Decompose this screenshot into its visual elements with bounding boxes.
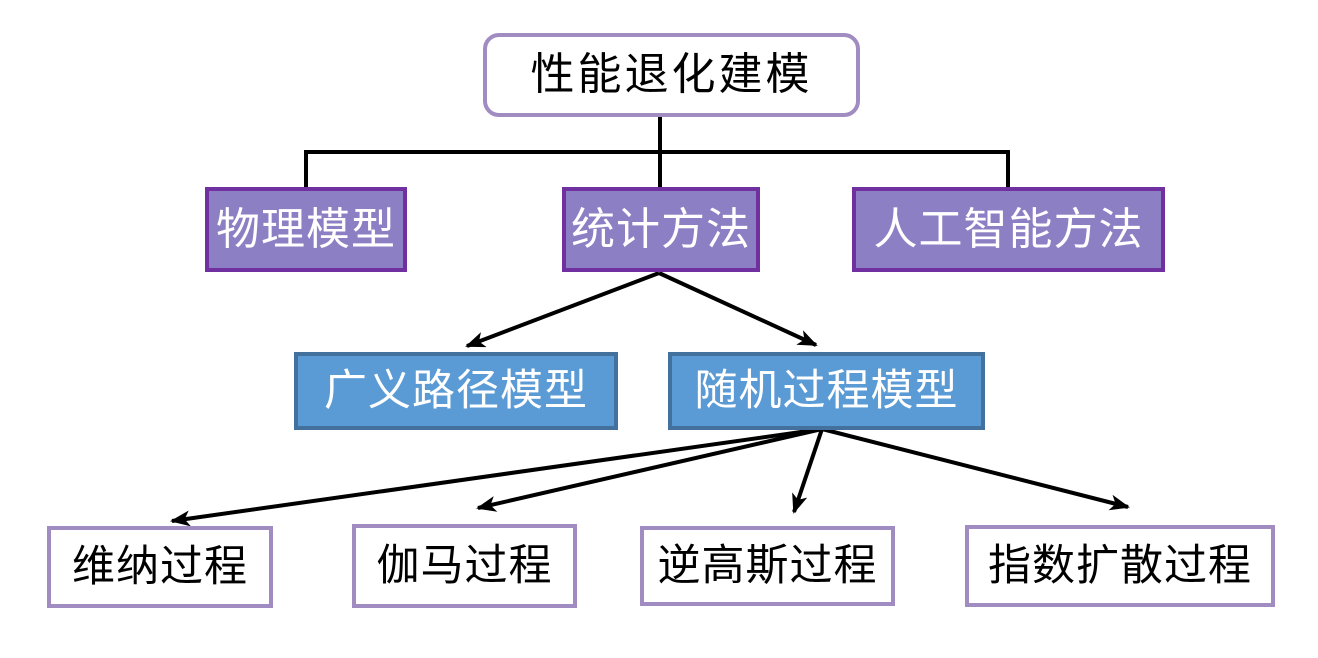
node-ai-method: 人工智能方法 xyxy=(852,187,1165,272)
node-inverse-gaussian-process: 逆高斯过程 xyxy=(640,526,895,606)
edge-statistical-to-generalized-path xyxy=(465,271,660,348)
node-label: 广义路径模型 xyxy=(324,367,588,415)
node-label: 人工智能方法 xyxy=(873,204,1144,254)
node-gamma-process: 伽马过程 xyxy=(352,524,577,608)
node-label: 性能退化建模 xyxy=(530,50,813,99)
edge-stochastic-to-inverse-gaussian xyxy=(792,428,824,514)
node-physical-model: 物理模型 xyxy=(205,187,407,272)
node-label: 随机过程模型 xyxy=(694,367,959,415)
node-label: 指数扩散过程 xyxy=(988,542,1252,590)
node-label: 统计方法 xyxy=(571,204,751,254)
node-stochastic-process-model: 随机过程模型 xyxy=(668,352,985,430)
edge-statistical-to-stochastic-process xyxy=(658,271,818,347)
node-label: 逆高斯过程 xyxy=(657,542,878,590)
node-label: 物理模型 xyxy=(216,204,396,254)
edge-stochastic-to-wiener xyxy=(170,427,823,527)
node-statistical-method: 统计方法 xyxy=(562,187,760,272)
node-generalized-path-model: 广义路径模型 xyxy=(294,352,618,430)
node-performance-degradation-modeling: 性能退化建模 xyxy=(483,33,860,117)
node-wiener-process: 维纳过程 xyxy=(47,526,273,608)
edge-stochastic-to-exponential-diffusion xyxy=(821,427,1130,511)
node-label: 伽马过程 xyxy=(376,542,553,590)
node-exponential-diffusion-process: 指数扩散过程 xyxy=(965,525,1275,607)
node-label: 维纳过程 xyxy=(72,543,248,591)
edge-stochastic-to-gamma xyxy=(476,427,823,512)
